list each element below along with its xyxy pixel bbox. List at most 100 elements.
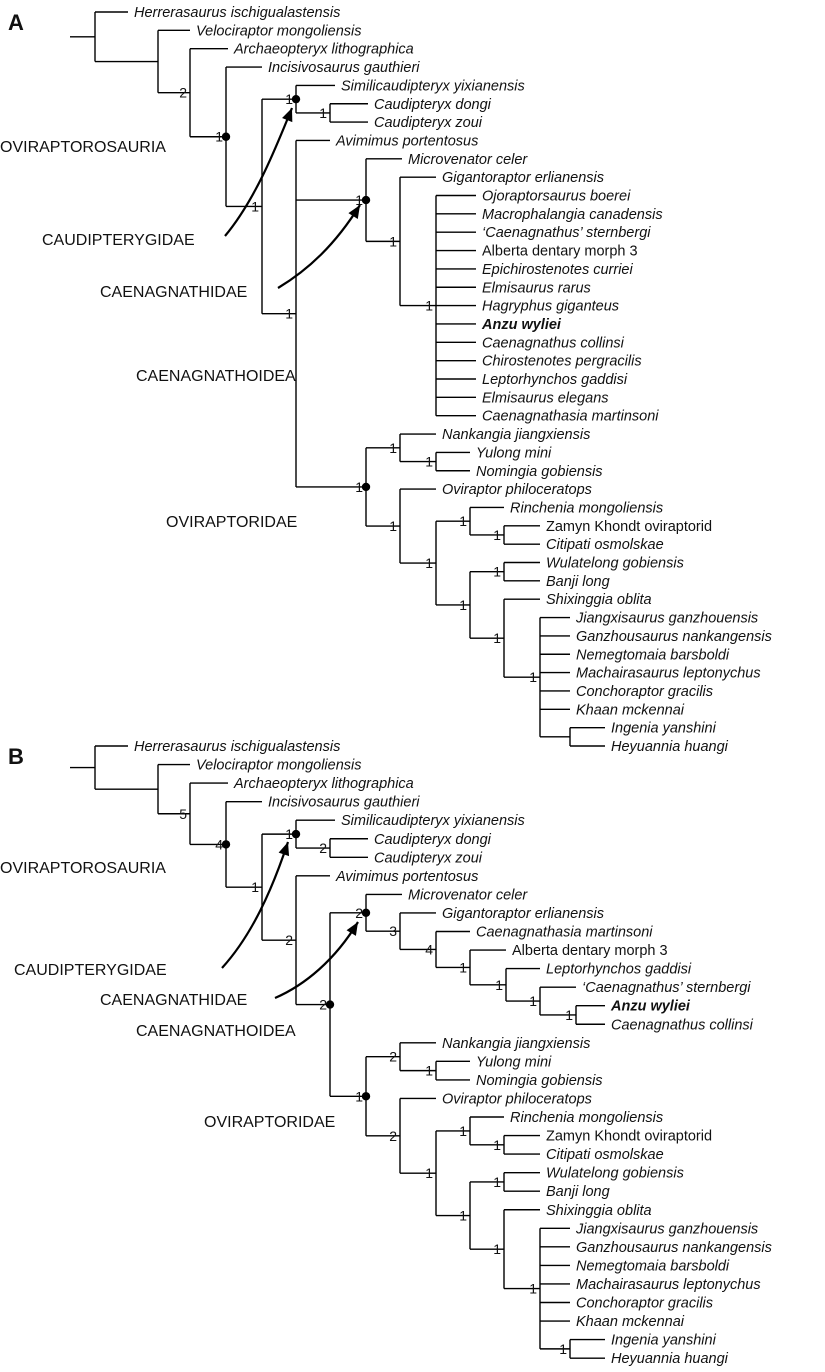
support-value: 1 (285, 306, 293, 322)
taxon-label: Heyuannia huangi (611, 739, 729, 755)
node-dot (361, 1092, 371, 1101)
taxon-label: Ingenia yanshini (611, 1333, 717, 1349)
taxon-label: Citipati osmolskae (546, 1147, 664, 1163)
node-dot (291, 94, 301, 104)
clade-label: CAENAGNATHOIDEA (136, 1023, 296, 1040)
taxon-label: Elmisaurus rarus (482, 280, 591, 296)
arrowhead (346, 922, 358, 936)
support-value: 1 (529, 993, 537, 1009)
support-value: 1 (493, 1241, 501, 1257)
arrowhead (278, 842, 290, 857)
support-value: 1 (425, 454, 433, 470)
node-dot (221, 840, 231, 849)
taxon-label: Velociraptor mongoliensis (196, 23, 362, 39)
support-value: 1 (459, 513, 467, 529)
taxon-label: Caenagnathasia martinsoni (476, 925, 653, 941)
taxon-label: Machairasaurus leptonychus (576, 666, 761, 682)
support-value: 1 (425, 1165, 433, 1181)
arrowhead (282, 108, 293, 123)
support-value: 1 (559, 1341, 567, 1357)
taxon-label: Yulong mini (476, 1054, 552, 1070)
support-value: 1 (319, 105, 327, 121)
support-value: 1 (355, 192, 363, 208)
support-value: 4 (215, 836, 223, 852)
arrowhead (348, 205, 360, 219)
support-value: 2 (319, 840, 327, 856)
taxon-label: Ojoraptorsaurus boerei (482, 189, 631, 205)
support-value: 1 (425, 298, 433, 314)
taxon-label: Caudipteryx zoui (374, 850, 483, 866)
taxon-label: Nomingia gobiensis (476, 1073, 603, 1089)
node-dot (291, 829, 301, 839)
support-value: 4 (425, 941, 433, 957)
support-value: 1 (529, 669, 537, 685)
support-value: 1 (565, 1007, 573, 1023)
taxon-label: Banji long (546, 1184, 610, 1200)
taxon-label: ‘Caenagnathus’ sternbergi (482, 225, 651, 241)
support-value: 1 (459, 1123, 467, 1139)
support-value: 1 (493, 564, 501, 580)
clade-label: CAENAGNATHOIDEA (136, 368, 296, 385)
support-value: 1 (285, 91, 293, 107)
support-value: 2 (355, 905, 363, 921)
taxon-label: Incisivosaurus gauthieri (268, 60, 420, 76)
support-value: 1 (251, 879, 259, 895)
support-value: 1 (425, 1063, 433, 1079)
taxon-label: Machairasaurus leptonychus (576, 1277, 761, 1293)
support-value: 2 (179, 85, 187, 101)
taxon-label: Velociraptor mongoliensis (196, 758, 362, 774)
taxon-label: Ingenia yanshini (611, 721, 717, 737)
support-value: 1 (493, 1137, 501, 1153)
taxon-label: Alberta dentary morph 3 (482, 244, 638, 260)
node-dot (361, 195, 371, 205)
support-value: 1 (493, 630, 501, 646)
taxon-label: Gigantoraptor erlianensis (442, 906, 604, 922)
caenagnathidae-arrow (274, 921, 359, 1000)
support-value: 1 (425, 555, 433, 571)
support-value: 5 (179, 806, 187, 822)
taxon-label: Incisivosaurus gauthieri (268, 795, 420, 811)
taxon-label: Hagryphus giganteus (482, 299, 619, 315)
taxon-label: Khaan mckennai (576, 1314, 685, 1330)
taxon-label: Caenagnathasia martinsoni (482, 409, 659, 425)
taxon-label: Anzu wyliei (610, 999, 691, 1015)
caudipterygidae-arrow (221, 841, 290, 969)
taxon-label: Anzu wyliei (481, 317, 562, 333)
taxon-label: Chirostenotes pergracilis (482, 354, 642, 370)
panel-label: A (8, 10, 24, 35)
taxon-label: Nemegtomaia barsboldi (576, 647, 730, 663)
taxon-label: Gigantoraptor erlianensis (442, 170, 604, 186)
taxon-label: Nemegtomaia barsboldi (576, 1258, 730, 1274)
support-value: 3 (389, 923, 397, 939)
taxon-label: Herrerasaurus ischigualastensis (134, 5, 340, 21)
support-value: 1 (355, 1088, 363, 1104)
support-value: 1 (355, 479, 363, 495)
caenagnathidae-arrow (277, 204, 361, 289)
node-dot (221, 132, 231, 141)
support-value: 1 (493, 527, 501, 543)
clade-label: OVIRAPTORIDAE (166, 514, 297, 531)
taxon-label: Epichirostenotes curriei (482, 262, 633, 278)
support-value: 1 (495, 977, 503, 993)
clade-label: CAENAGNATHIDAE (100, 992, 247, 1009)
taxon-label: Caudipteryx zoui (374, 115, 483, 131)
support-value: 1 (389, 518, 397, 534)
taxon-label: Similicaudipteryx yixianensis (341, 78, 525, 94)
taxon-label: Wulatelong gobiensis (546, 556, 684, 572)
support-value: 1 (459, 597, 467, 613)
taxon-label: Caenagnathus collinsi (482, 335, 625, 351)
clade-label: CAUDIPTERYGIDAE (14, 962, 167, 979)
taxon-label: Caudipteryx dongi (374, 832, 492, 848)
taxon-label: Zamyn Khondt oviraptorid (546, 1129, 712, 1145)
taxon-label: Leptorhynchos gaddisi (482, 372, 628, 388)
support-value: 1 (459, 1208, 467, 1224)
taxon-label: Khaan mckennai (576, 702, 685, 718)
support-value: 2 (285, 932, 293, 948)
taxon-label: Microvenator celer (408, 152, 528, 168)
taxon-label: Rinchenia mongoliensis (510, 500, 663, 516)
support-value: 1 (459, 959, 467, 975)
taxon-label: Nankangia jiangxiensis (442, 1036, 590, 1052)
taxon-label: Conchoraptor gracilis (576, 1296, 713, 1312)
taxon-label: Caenagnathus collinsi (611, 1017, 754, 1033)
